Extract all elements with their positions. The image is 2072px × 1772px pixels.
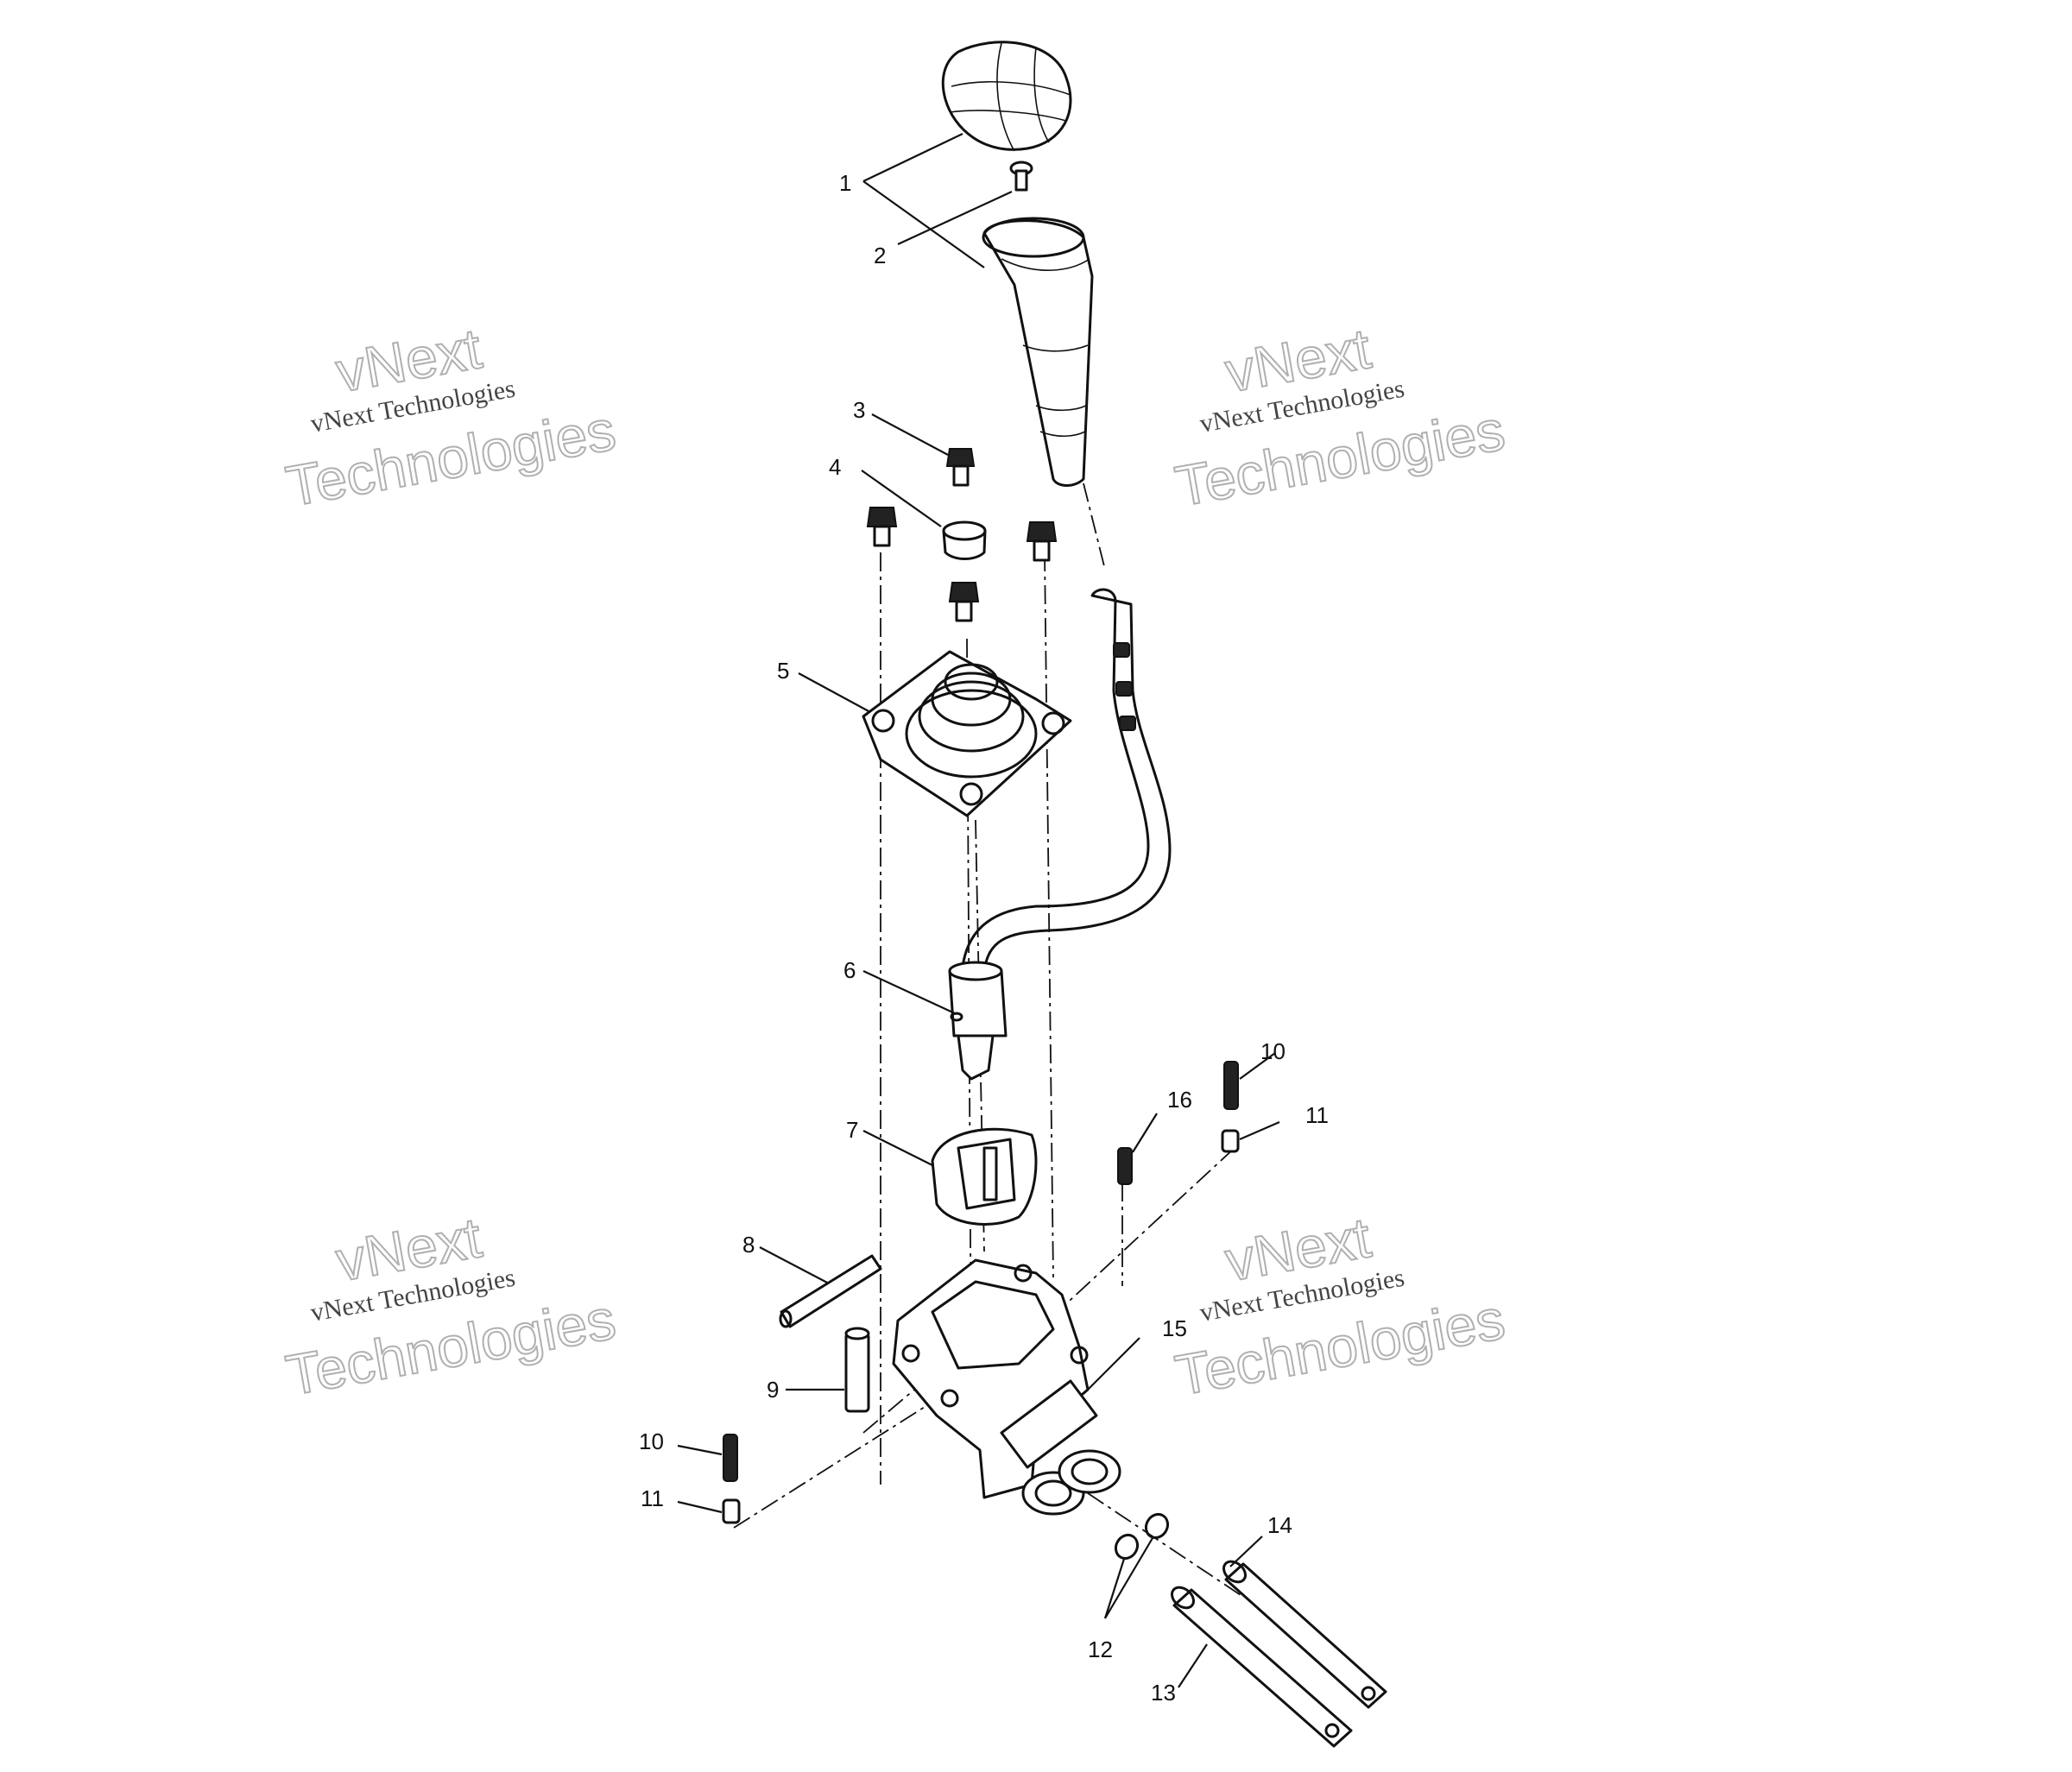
detent-11-bottom xyxy=(722,1498,741,1524)
callout-labels: 1 2 3 4 5 6 7 8 9 10 10 11 11 12 13 14 1… xyxy=(639,170,1329,1706)
callout-6: 6 xyxy=(843,957,856,983)
callout-14: 14 xyxy=(1267,1512,1292,1538)
callout-9: 9 xyxy=(767,1377,779,1403)
callout-10-top: 10 xyxy=(1260,1038,1286,1064)
callout-3: 3 xyxy=(853,397,865,423)
shift-rail-13 xyxy=(1170,1586,1353,1748)
knob-screw xyxy=(1009,161,1033,192)
watermark-bottom-right: vNext vNext Technologies Technologies xyxy=(1170,1204,1510,1408)
callout-1: 1 xyxy=(839,170,851,196)
callout-16: 16 xyxy=(1167,1087,1192,1113)
shift-knob-cap xyxy=(941,41,1072,152)
shift-knob-grip xyxy=(982,217,1094,487)
watermark-bottom-left: vNext vNext Technologies Technologies xyxy=(281,1204,621,1408)
spring-16 xyxy=(1117,1147,1133,1185)
shifter-housing xyxy=(892,1258,1121,1516)
detent-11-top xyxy=(1221,1129,1240,1153)
bushing-4 xyxy=(942,520,987,560)
bolt-right xyxy=(1026,521,1058,562)
watermark-top-right: vNext vNext Technologies Technologies xyxy=(1170,315,1510,519)
dowel-9 xyxy=(844,1327,870,1413)
callout-7: 7 xyxy=(846,1117,858,1143)
shift-lever xyxy=(948,588,1172,1081)
callout-5: 5 xyxy=(777,658,789,684)
shift-rail-14 xyxy=(1222,1560,1387,1709)
callout-8: 8 xyxy=(742,1232,755,1258)
callout-11-bottom: 11 xyxy=(641,1485,664,1511)
shift-gate xyxy=(931,1127,1038,1226)
bolt-center xyxy=(948,582,980,622)
pin-8 xyxy=(779,1254,882,1328)
o-rings-12 xyxy=(1114,1512,1170,1561)
callout-10-bottom: 10 xyxy=(639,1428,664,1454)
bolt-left xyxy=(866,507,898,547)
callout-11-top: 11 xyxy=(1305,1102,1329,1128)
callout-13: 13 xyxy=(1151,1680,1176,1706)
leader-lines xyxy=(677,133,1280,1688)
bolt-3 xyxy=(945,448,976,487)
callout-2: 2 xyxy=(874,243,886,268)
spring-10-top xyxy=(1223,1061,1239,1110)
callout-15: 15 xyxy=(1162,1315,1187,1341)
watermark-top-left: vNext vNext Technologies Technologies xyxy=(281,315,621,519)
callout-12: 12 xyxy=(1088,1636,1113,1662)
shift-boot-plate xyxy=(862,650,1072,817)
spring-10-bottom xyxy=(723,1434,738,1482)
callout-4: 4 xyxy=(829,454,841,480)
